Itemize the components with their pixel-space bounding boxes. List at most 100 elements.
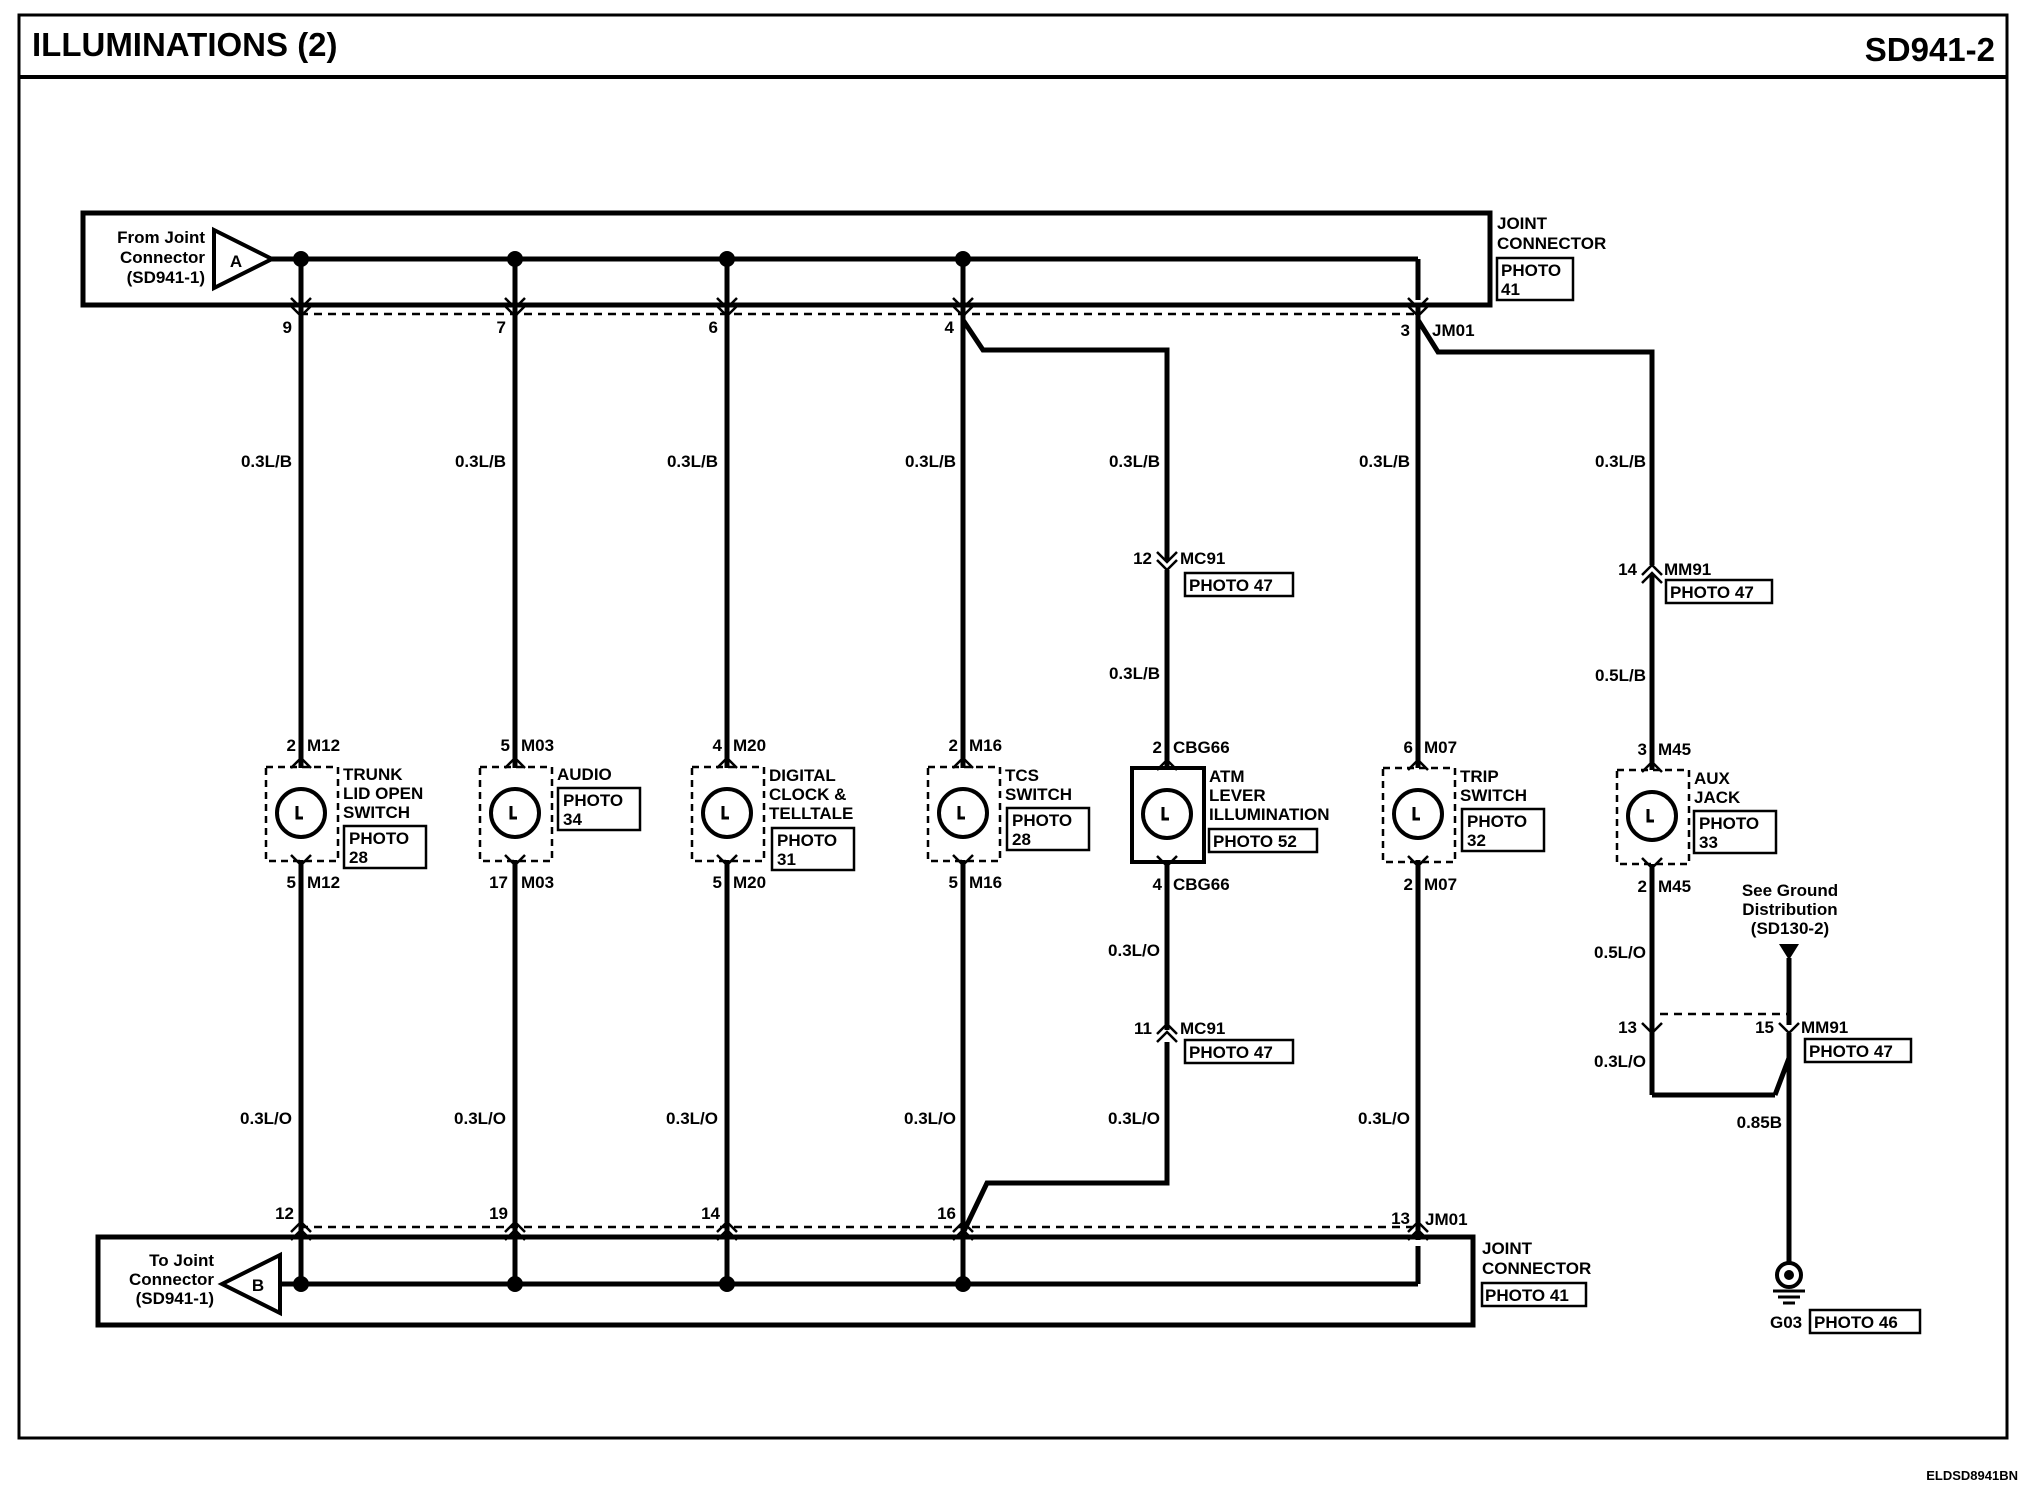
photo-2: 33 (1699, 833, 1718, 852)
component-name-1: TRIP (1460, 767, 1499, 786)
wire-jog-top (960, 318, 1170, 560)
pin-chevron (716, 854, 738, 867)
from-label-1: From Joint (117, 228, 205, 247)
top-wire-label: 0.3L/B (1109, 452, 1160, 471)
branch-atm-lever: 0.3L/B 12 MC91 PHOTO 47 0.3L/B 2 CBG66 4… (960, 318, 1330, 1235)
bottom-wire-label: 0.3L/O (666, 1109, 718, 1128)
component-outline (1615, 768, 1691, 866)
out-pin: 17 (489, 873, 508, 892)
mm-bot-pin: 13 (1618, 1018, 1637, 1037)
in-conn: M07 (1424, 738, 1457, 757)
mc-bot-pin: 11 (1134, 1019, 1152, 1038)
in-pin: 2 (287, 736, 296, 755)
ground-icon-center (1784, 1270, 1794, 1280)
pin-chevron (1641, 563, 1663, 584)
bottom-joint-id: JM01 (1425, 1210, 1468, 1229)
mid-wire2-label: 0.5L/O (1594, 943, 1646, 962)
branch-tcs-switch: 4 0.3L/B 2 M16 5 M16 TCS SWITCH PHOTO 28… (904, 251, 1091, 1292)
to-label-1: To Joint (149, 1251, 214, 1270)
top-wire-label: 0.3L/B (1595, 452, 1646, 471)
bulb-filament (1161, 807, 1169, 821)
pin-chevron (1407, 855, 1429, 868)
bottom-pin: 13 (1391, 1209, 1410, 1228)
bulb-icon (937, 787, 989, 839)
mc-top-conn: MC91 (1180, 549, 1225, 568)
mid-wire2-label: 0.3L/O (1108, 941, 1160, 960)
component-name-1: DIGITAL (769, 766, 836, 785)
bulb-icon (275, 787, 327, 839)
branch-trip-switch: 3 0.3L/B 6 M07 2 M07 TRIP SWITCH PHOTO 3… (1358, 297, 1546, 1241)
component-outline (478, 765, 554, 863)
photo-box (1183, 571, 1295, 598)
pin-chevron (952, 297, 974, 318)
ground-pin: 15 (1755, 1018, 1774, 1037)
branch-trunk-lid: 9 0.3L/B 2 M12 5 M12 TRUNK LID OPEN SWIT… (240, 251, 428, 1292)
bulb-filament (721, 806, 729, 820)
in-conn: M12 (307, 736, 340, 755)
connector-b-letter: B (252, 1276, 264, 1295)
ground-ref-1: See Ground (1742, 881, 1838, 900)
pin-chevron (716, 756, 738, 769)
pin-chevron (504, 854, 526, 867)
ground-ref-2: Distribution (1742, 900, 1837, 919)
pin-chevron (1641, 760, 1663, 773)
component-name-1: TCS (1005, 766, 1039, 785)
out-conn: M07 (1424, 875, 1457, 894)
photo-box (770, 826, 856, 872)
in-pin: 3 (1638, 740, 1647, 759)
photo-box (556, 786, 642, 832)
top-joint-connector-box (80, 210, 1493, 308)
bottom-joint-name-2: CONNECTOR (1482, 1259, 1591, 1278)
ground-icon (1775, 1261, 1803, 1289)
pin-chevron (716, 297, 738, 318)
out-conn: CBG66 (1173, 875, 1230, 894)
in-conn: M16 (969, 736, 1002, 755)
pin-chevron (504, 297, 526, 318)
pin-chevron (290, 756, 312, 769)
connector-b-arrow (217, 1251, 282, 1317)
bottom-wire-label: 0.3L/O (904, 1109, 956, 1128)
in-pin: 4 (713, 736, 723, 755)
bottom-pin: 12 (275, 1204, 294, 1223)
photo-box (1664, 578, 1774, 605)
pin-chevron (716, 1220, 738, 1241)
wire-jog-top (1415, 318, 1655, 565)
from-label-2: Connector (120, 248, 205, 267)
component-name-2: SWITCH (1460, 786, 1527, 805)
bulb-filament (509, 806, 517, 820)
in-conn: M20 (733, 736, 766, 755)
photo-1: PHOTO (777, 831, 837, 850)
pin-chevron (952, 756, 974, 769)
top-pin: 3 (1401, 321, 1410, 340)
pin-chevron (290, 1220, 312, 1241)
component-name-2: LEVER (1209, 786, 1266, 805)
component-outline (926, 765, 1002, 863)
photo-2: 28 (1012, 830, 1031, 849)
bottom-joint-photo-box (1480, 1281, 1588, 1308)
photo-1: PHOTO (1699, 814, 1759, 833)
component-name-1: TRUNK (343, 765, 403, 784)
top-pin: 4 (945, 318, 955, 337)
mid-wire-label: 0.3L/B (1109, 664, 1160, 683)
out-pin: 5 (949, 873, 958, 892)
photo-box (1692, 809, 1778, 855)
mid-wire-label: 0.5L/B (1595, 666, 1646, 685)
component-name-3: TELLTALE (769, 804, 853, 823)
bottom-wire-label: 0.3L/O (1108, 1109, 1160, 1128)
out-pin: 5 (713, 873, 722, 892)
bulb-icon (701, 787, 753, 839)
component-name-1: AUX (1694, 769, 1731, 788)
mm-top-conn: MM91 (1664, 560, 1711, 579)
top-pin: 6 (709, 318, 718, 337)
in-conn: CBG66 (1173, 738, 1230, 757)
pin-chevron (1407, 1220, 1429, 1241)
bulb-icon (1392, 788, 1444, 840)
bulb-filament (957, 806, 965, 820)
mm-top-photo: PHOTO 47 (1670, 583, 1754, 602)
out-pin: 2 (1404, 875, 1413, 894)
out-conn: M20 (733, 873, 766, 892)
component-name-3: SWITCH (343, 803, 410, 822)
top-wire-label: 0.3L/B (1359, 452, 1410, 471)
in-pin: 2 (1153, 738, 1162, 757)
ground-ref-3: (SD130-2) (1751, 919, 1829, 938)
